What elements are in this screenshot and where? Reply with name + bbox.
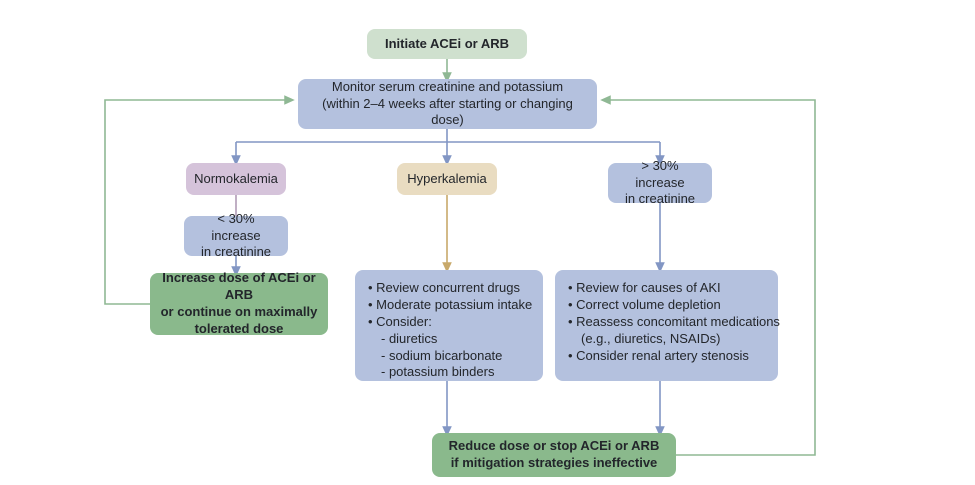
node-hyperkalemia[interactable]: Hyperkalemia — [397, 163, 497, 195]
node-under30-line1: < 30% increase — [211, 210, 261, 243]
node-increase-dose-line1: Increase dose of ACEi or ARB — [162, 270, 316, 303]
node-creatinine-actions[interactable]: • Review for causes of AKI• Correct volu… — [555, 270, 780, 381]
node-under30-line2: in creatinine — [200, 244, 272, 260]
bullet-line: • Reassess concomitant medications — [568, 313, 780, 329]
node-monitor-line2: (within 2–4 weeks after starting or chan… — [322, 95, 573, 128]
node-reduce-or-stop-line1: Reduce dose or stop ACEi or ARB — [448, 438, 660, 454]
node-monitor-line1: Monitor serum creatinine and potassium — [331, 78, 564, 94]
node-over30-line2: in creatinine — [624, 191, 696, 207]
node-monitor-labs[interactable]: Monitor serum creatinine and potassium (… — [298, 79, 597, 129]
node-increase-dose-line2: or continue on maximally — [160, 304, 318, 319]
node-creatinine-increase-under-30[interactable]: < 30% increase in creatinine — [184, 211, 288, 259]
bullet-line: (e.g., diuretics, NSAIDs) — [581, 330, 721, 346]
node-normokalemia[interactable]: Normokalemia — [186, 163, 286, 195]
node-hyperkalemia-label: Hyperkalemia — [407, 170, 487, 186]
bullet-line: - sodium bicarbonate — [381, 347, 503, 363]
node-normokalemia-label: Normokalemia — [194, 170, 278, 186]
bullet-line: • Review for causes of AKI — [568, 280, 721, 295]
bullet-line: • Moderate potassium intake — [368, 296, 533, 312]
bullet-line: • Review concurrent drugs — [368, 280, 520, 295]
node-initiate-label: Initiate ACEi or ARB — [385, 35, 509, 51]
bullet-line: - potassium binders — [381, 364, 495, 380]
bullet-line: - diuretics — [381, 330, 438, 346]
bullet-line: • Consider: — [368, 313, 432, 329]
node-creatinine-increase-over-30[interactable]: > 30% increase in creatinine — [608, 158, 712, 206]
node-increase-dose[interactable]: Increase dose of ACEi or ARB or continue… — [150, 270, 328, 336]
node-initiate-acei-arb[interactable]: Initiate ACEi or ARB — [367, 29, 527, 59]
node-increase-dose-line3: tolerated dose — [194, 320, 284, 336]
bullet-line: • Consider renal artery stenosis — [568, 347, 749, 363]
node-reduce-or-stop-line2: if mitigation strategies ineffective — [450, 455, 658, 470]
node-over30-line1: > 30% increase — [635, 157, 685, 190]
bullet-line: • Correct volume depletion — [568, 296, 721, 312]
node-reduce-or-stop[interactable]: Reduce dose or stop ACEi or ARB if mitig… — [432, 433, 676, 477]
node-hyperkalemia-actions[interactable]: • Review concurrent drugs• Moderate pota… — [355, 270, 543, 381]
